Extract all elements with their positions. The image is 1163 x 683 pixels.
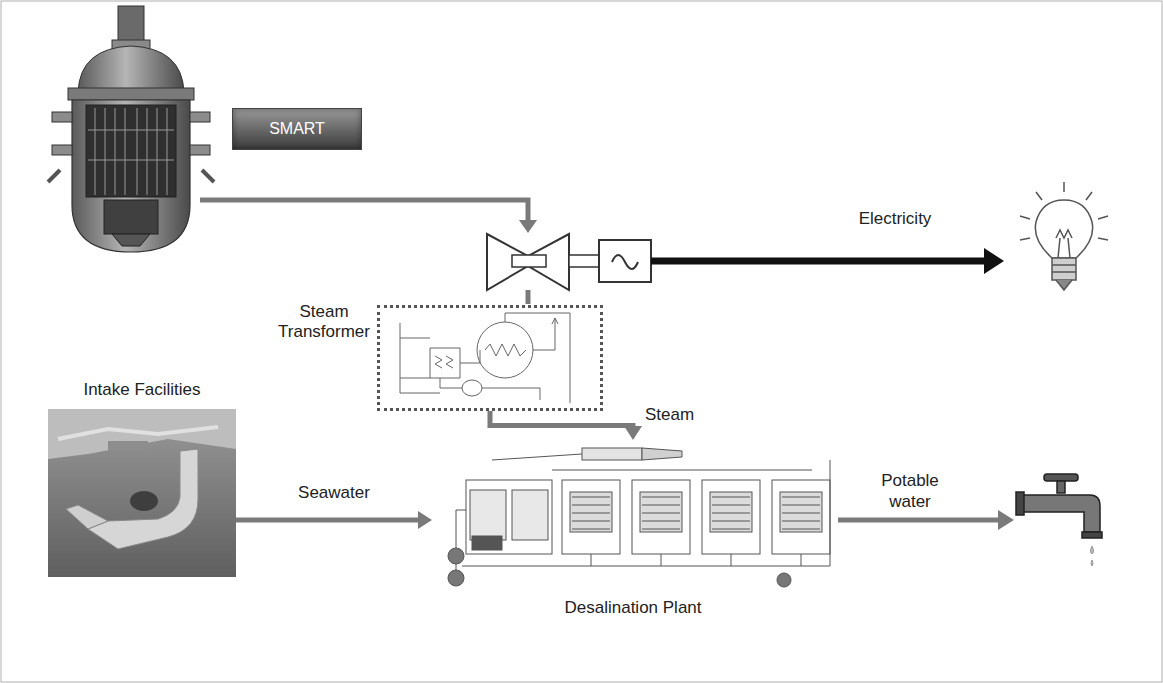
pump [448,570,464,586]
arrowhead [998,510,1014,530]
connector [236,511,432,529]
pump [462,380,482,396]
brine-pool [472,536,502,550]
tube [712,513,750,514]
condenser [470,490,506,540]
coil [485,344,526,356]
tube [572,513,610,514]
shore [48,409,236,459]
electricity-arrow [651,258,988,265]
breakwater [66,505,108,529]
drum [477,322,533,378]
effect-unit [632,480,690,554]
ejector [582,448,642,460]
desalination-plant: Desalination Plant [432,440,834,622]
tube-bundle [710,492,752,532]
tube [642,521,680,522]
intake-facilities: Intake Facilities [48,380,236,592]
reactor-illustration [48,6,214,252]
generator-symbol [599,240,651,282]
tube [712,497,750,498]
electricity-label: Electricity [840,208,950,229]
node-text: Desalination Plant [432,598,834,618]
tube [712,505,750,506]
drain [801,554,802,566]
turbine-symbol [487,234,599,290]
tube [572,505,610,506]
effect-unit [702,480,760,554]
arrowhead [519,220,537,233]
drain [661,554,662,566]
tube [572,529,610,530]
reactor-name-box: SMART [232,108,362,150]
intake-basin [130,491,158,511]
intake-photo [48,409,236,577]
arrowhead [418,511,432,529]
first-effect [466,480,552,554]
tube [782,529,820,530]
road [58,427,218,439]
steam-line [526,290,531,304]
water-arrow [838,518,1000,523]
ejector [642,448,682,460]
breakwater [88,449,198,549]
tube [782,513,820,514]
connector-line [236,518,420,523]
tube-bundle [640,492,682,532]
sea [48,409,236,577]
tube [572,521,610,522]
steam-transformer-box: Steam Transformer [377,305,603,411]
arrowhead [984,248,1004,274]
drain [731,554,732,566]
condenser [512,490,548,540]
tube [642,497,680,498]
tube [572,497,610,498]
effect-unit [562,480,620,554]
faucet-icon [1016,474,1102,566]
pipe [400,313,570,403]
tube [712,529,750,530]
pump [777,573,791,587]
drain [591,554,592,566]
tube [782,497,820,498]
tube [642,529,680,530]
steam-line [200,200,528,222]
node-text: Steam Transformer [274,302,374,343]
connector-line [490,411,633,428]
edge-label: Steam [645,404,694,425]
tube [782,521,820,522]
transformer-schematic [380,308,600,408]
pump [448,548,464,564]
node-text: SMART [269,119,325,138]
tube [712,521,750,522]
lightbulb-icon [1020,182,1108,290]
arrowhead [624,426,642,440]
schematic [448,448,830,587]
schematic-lines [400,313,570,403]
desalination-schematic [432,440,834,592]
arrow [552,318,558,324]
tube [782,505,820,506]
tube [642,513,680,514]
tube-bundle [570,492,612,532]
potable-water-label: Potable water [860,470,960,513]
tube-bundle [780,492,822,532]
building [108,441,148,451]
tube [642,505,680,506]
coil [435,356,453,368]
pipe [400,323,460,393]
effect-unit [772,480,830,554]
edge-label: Seawater [298,482,370,503]
pipe [456,454,830,580]
node-text: Intake Facilities [82,380,202,400]
connector [490,411,642,440]
